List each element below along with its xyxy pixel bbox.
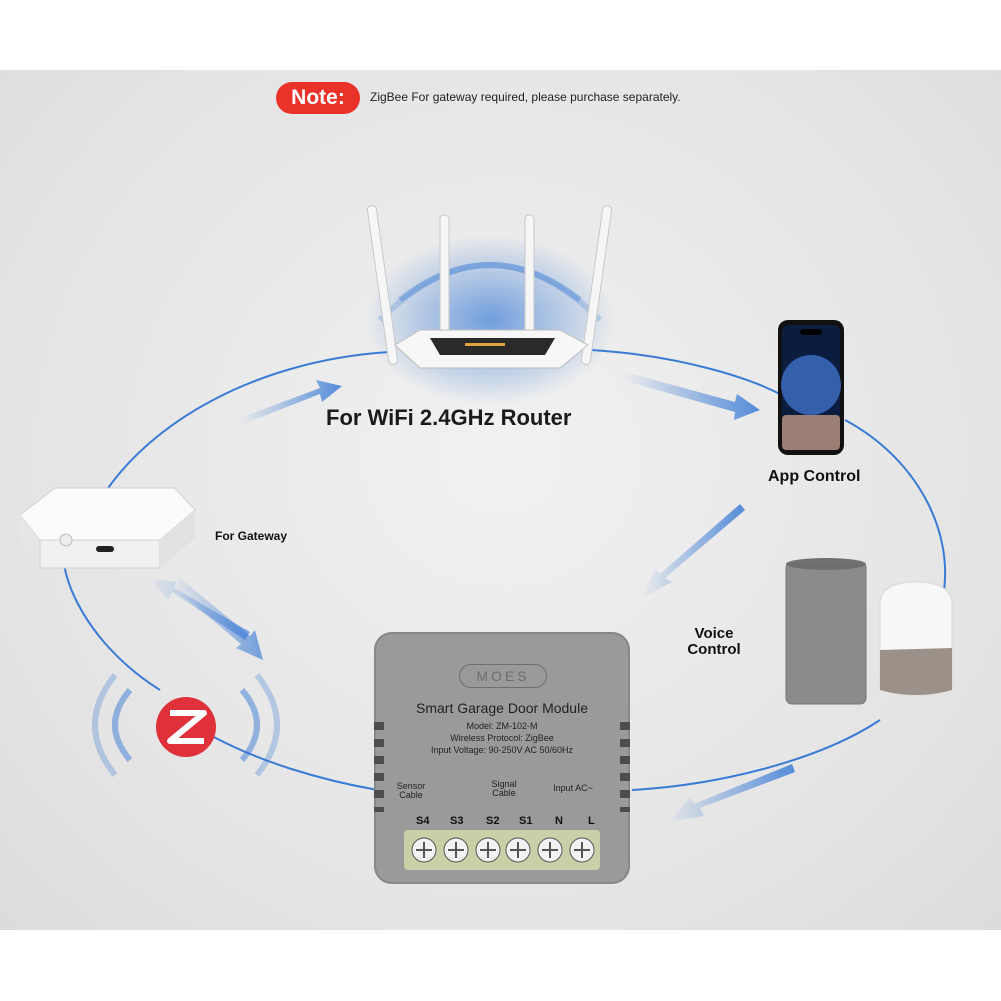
arrow-gateway-to-module	[172, 578, 263, 660]
voice-label-line1: Voice	[694, 625, 734, 642]
network-loop-line	[589, 349, 791, 401]
module-brand-logo: MOES	[459, 664, 547, 688]
right-vents	[620, 722, 630, 812]
terminal-label: S4	[416, 815, 430, 827]
router-label: For WiFi 2.4GHz Router	[326, 405, 572, 430]
left-vents	[374, 722, 384, 812]
arrow-phone-to-module	[642, 504, 745, 598]
arrow-speaker-to-module	[668, 764, 795, 822]
smartphone-icon	[778, 320, 844, 455]
module-model: Model: ZM-102-M	[466, 721, 538, 731]
network-loop-line	[99, 351, 391, 501]
module-protocol: Wireless Protocol: ZigBee	[450, 733, 554, 743]
terminal-label: S1	[519, 815, 533, 827]
note-badge: Note:	[276, 82, 360, 114]
terminal-label: N	[555, 815, 563, 827]
zigbee-gateway-icon	[19, 487, 196, 569]
terminal-screws	[411, 837, 595, 863]
wifi-router-icon	[366, 205, 613, 369]
terminal-label: S2	[486, 815, 500, 827]
terminal-block	[404, 830, 600, 870]
terminal-label: L	[588, 815, 595, 827]
smart-speaker-icon	[785, 558, 867, 705]
voice-label-line2: Control	[687, 641, 741, 658]
arrow-gateway-to-router	[240, 380, 342, 424]
network-loop-line	[844, 419, 947, 611]
wifi-signal-glow	[365, 235, 615, 405]
gateway-label: For Gateway	[215, 529, 288, 543]
module-title: Smart Garage Door Module	[416, 700, 588, 716]
app-control-label: App Control	[768, 468, 861, 485]
garage-door-module: MOES Smart Garage Door Module Model: ZM-…	[374, 632, 630, 884]
input-ac-label: Input AC~	[553, 783, 593, 793]
network-loop-line	[209, 734, 379, 791]
arrow-router-to-phone	[622, 372, 760, 420]
network-loop-line	[631, 719, 881, 791]
terminal-label: S3	[450, 815, 464, 827]
zigbee-signal-icon	[92, 673, 280, 777]
module-voltage: Input Voltage: 90-250V AC 50/60Hz	[430, 745, 574, 755]
google-home-icon	[879, 581, 953, 696]
note-text: ZigBee For gateway required, please purc…	[370, 90, 681, 104]
voice-control-label: Voice Control	[684, 626, 744, 658]
